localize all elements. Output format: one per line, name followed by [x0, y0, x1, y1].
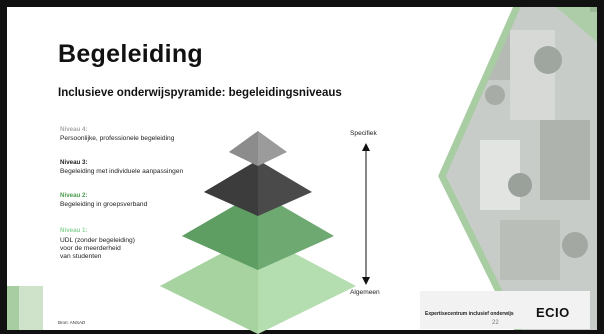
level-1-heading: Niveau 1:: [60, 227, 88, 234]
page-number: 22: [492, 320, 499, 326]
bottom-frame: [0, 330, 604, 334]
axis-top-label: Specifiek: [350, 130, 377, 137]
level-2-text: Begeleiding in groepsverband: [60, 201, 148, 208]
axis-arrow-up: [362, 143, 370, 151]
level-4-heading: Niveau 4:: [60, 126, 88, 133]
level-1-text-line-1: UDL (zonder begeleiding): [60, 237, 135, 244]
level-1-text-line-2: voor de meerderheid: [60, 245, 121, 252]
right-frame: [597, 0, 604, 334]
slide-title: Begeleiding: [58, 40, 203, 68]
footer-box: [420, 291, 590, 329]
ecio-logo: ECIO: [536, 305, 570, 320]
top-frame: [0, 0, 604, 7]
level-3-heading: Niveau 3:: [60, 159, 88, 166]
level-3-text: Begeleiding met individuele aanpassingen: [60, 168, 184, 175]
green-accent-bar: [7, 286, 19, 330]
source-label: Bron: ANSAD: [58, 320, 86, 325]
footer-org-text: Expertisecentrum inclusief onderwijs: [425, 311, 514, 317]
axis-bottom-label: Algemeen: [350, 289, 380, 296]
green-accent-bar-light: [19, 286, 43, 330]
slide-subtitle: Inclusieve onderwijspyramide: begeleidin…: [58, 87, 342, 99]
level-2-heading: Niveau 2:: [60, 192, 88, 199]
level-4-text: Persoonlijke, professionele begeleiding: [60, 135, 175, 142]
axis-arrow-down: [362, 277, 370, 285]
left-frame: [0, 0, 7, 334]
level-1-text-line-3: van studenten: [60, 253, 102, 260]
